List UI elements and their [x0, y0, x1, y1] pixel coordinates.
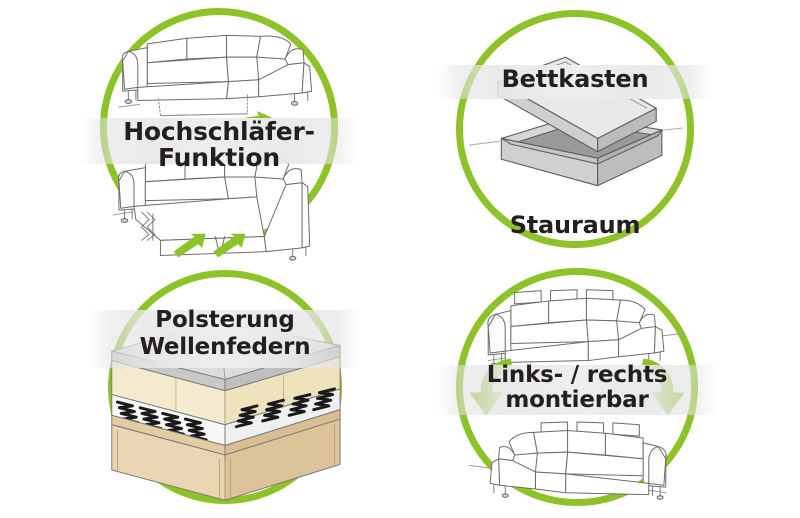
caption-line-bottom: Stauraum: [509, 211, 641, 239]
caption-line-2: montierbar: [505, 387, 649, 414]
caption-line-1: Polsterung: [155, 307, 295, 333]
caption-line-1: Links- / rechts: [486, 362, 668, 388]
caption-bettkasten: Bettkasten: [463, 65, 687, 93]
caption-line-1: Hochschläfer-: [123, 117, 315, 146]
feature-badge-montierbar[interactable]: Links- / rechts montierbar: [437, 268, 717, 506]
illustration-cushion-wave-springs: [108, 270, 342, 504]
caption-hochschlaefer: Hochschläfer- Funktion: [107, 119, 331, 170]
caption-polsterung: Polsterung Wellenfedern: [115, 307, 335, 361]
caption-line-1: Bettkasten: [501, 65, 649, 93]
caption-line-2: Funktion: [158, 142, 280, 172]
caption-line-2: Wellenfedern: [139, 334, 311, 361]
caption-stauraum: Stauraum: [463, 211, 687, 239]
feature-badge-bettkasten[interactable]: Bettkasten Stauraum: [437, 10, 713, 248]
caption-montierbar: Links- / rechts montierbar: [463, 362, 691, 414]
feature-badge-hochschlaefer[interactable]: Hochschläfer- Funktion: [81, 8, 357, 261]
feature-badge-polsterung[interactable]: Polsterung Wellenfedern: [89, 270, 361, 504]
